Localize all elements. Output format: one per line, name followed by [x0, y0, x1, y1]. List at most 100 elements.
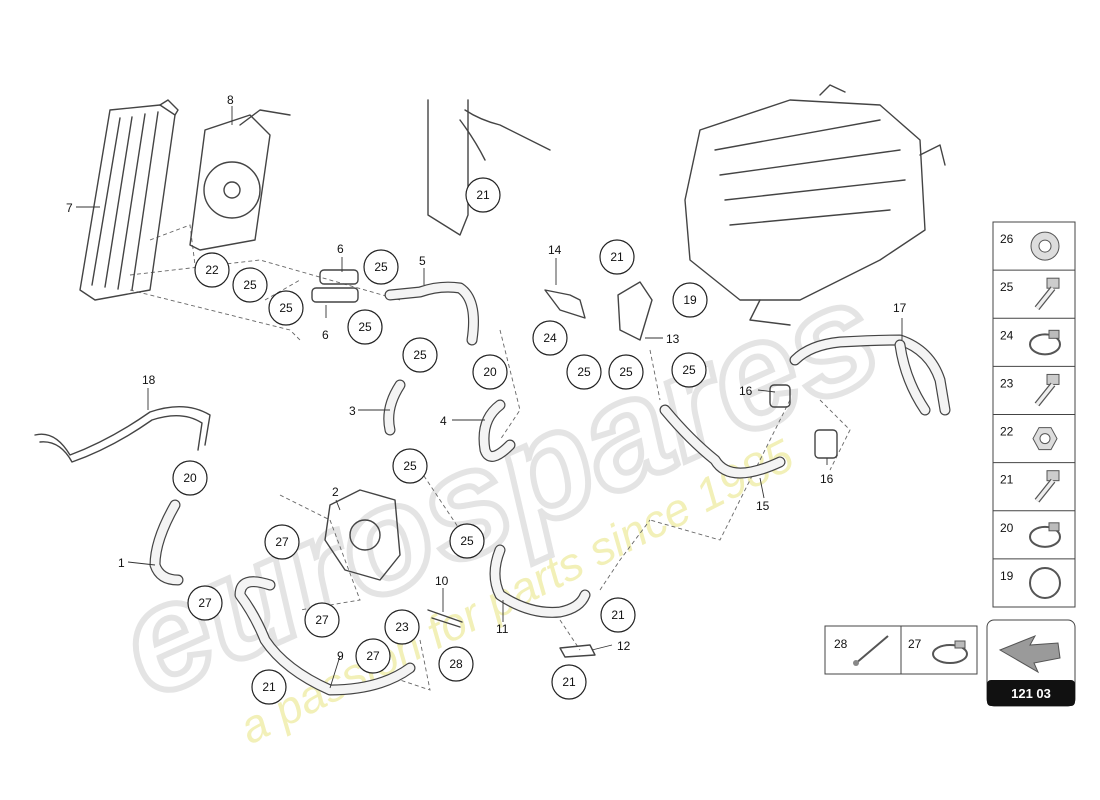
svg-text:25: 25	[243, 278, 257, 292]
svg-text:25: 25	[460, 534, 474, 548]
callout-25: 25	[232, 267, 268, 303]
legend-row-19: 19	[993, 558, 1075, 599]
label-13: 13	[666, 332, 680, 346]
label-16-right: 16	[820, 472, 834, 486]
svg-text:25: 25	[619, 365, 633, 379]
legend-row-23: 23	[993, 365, 1075, 407]
label-11: 11	[496, 622, 509, 636]
callout-19: 19	[672, 282, 708, 318]
label-17: 17	[893, 301, 907, 315]
fan-shroud	[189, 109, 291, 251]
label-16-left: 16	[739, 384, 753, 398]
svg-text:28: 28	[449, 657, 463, 671]
svg-text:20: 20	[483, 365, 497, 379]
legend-row-21: 21	[993, 462, 1075, 503]
label-15: 15	[756, 499, 770, 513]
callout-21: 21	[551, 664, 587, 700]
radiator	[79, 99, 179, 301]
svg-text:21: 21	[562, 675, 576, 689]
label-6-top: 6	[337, 242, 344, 256]
svg-text:21: 21	[611, 608, 625, 622]
svg-text:19: 19	[683, 293, 697, 307]
inset-frame	[427, 99, 469, 236]
svg-text:21: 21	[262, 680, 276, 694]
hose-clamp-icon	[932, 640, 968, 664]
callout-25: 25	[268, 290, 304, 326]
callout-27: 27	[355, 638, 391, 674]
legend-row-25: 25	[993, 269, 1075, 311]
hose-clamp-icon	[1029, 329, 1061, 356]
svg-text:25: 25	[374, 260, 388, 274]
legend-num-20: 20	[1000, 521, 1014, 535]
callout-25: 25	[608, 354, 644, 390]
svg-text:27: 27	[315, 613, 329, 627]
callout-21: 21	[599, 239, 635, 275]
svg-text:20: 20	[183, 471, 197, 485]
label-9: 9	[337, 649, 344, 663]
label-18: 18	[142, 373, 156, 387]
callout-25: 25	[566, 354, 602, 390]
svg-text:27: 27	[275, 535, 289, 549]
label-14: 14	[548, 243, 562, 257]
callout-27: 27	[264, 524, 300, 560]
callout-21: 21	[251, 669, 287, 705]
svg-text:25: 25	[403, 459, 417, 473]
svg-text:25: 25	[577, 365, 591, 379]
engine-block	[684, 84, 946, 326]
legend-num-25: 25	[1000, 280, 1014, 294]
screw-icon	[1034, 470, 1060, 503]
svg-text:23: 23	[395, 620, 409, 634]
label-6-bottom: 6	[322, 328, 329, 342]
watermark: eurospares a passion for parts since 198…	[92, 244, 905, 754]
callout-25: 25	[671, 352, 707, 388]
leader-lines	[76, 106, 903, 689]
bolt-icon	[1034, 277, 1060, 311]
label-8: 8	[227, 93, 234, 107]
svg-text:27: 27	[198, 596, 212, 610]
callout-25: 25	[449, 523, 485, 559]
flange-nut-icon	[1032, 427, 1058, 451]
svg-text:25: 25	[279, 301, 293, 315]
legend-num-28: 28	[834, 637, 848, 651]
small-parts	[311, 269, 838, 658]
callouts: 21 22 25 25 25 25 25 21 19 24 20 25 25 25 25 20 27 27 27 27…	[172, 177, 708, 705]
label-1: 1	[118, 556, 125, 570]
pulley-icon	[1030, 231, 1060, 261]
svg-text:22: 22	[205, 263, 219, 277]
callout-25: 25	[392, 448, 428, 484]
callout-25: 25	[347, 309, 383, 345]
callout-28: 28	[438, 646, 474, 682]
label-7: 7	[66, 201, 73, 215]
watermark-brand: eurospares	[95, 247, 902, 729]
callout-20: 20	[172, 460, 208, 496]
callout-25: 25	[363, 249, 399, 285]
page-code: 121 03	[1011, 686, 1051, 701]
bottom-legend: 28 27	[824, 625, 978, 675]
callout-21: 21	[600, 597, 636, 633]
svg-text:25: 25	[358, 320, 372, 334]
side-legend: 26 25 24 23 22 21 20 19	[992, 221, 1076, 608]
callout-24: 24	[532, 320, 568, 356]
legend-row-26: 26	[1000, 231, 1060, 261]
legend-num-27: 27	[908, 637, 922, 651]
legend-row-24: 24	[993, 317, 1075, 356]
svg-text:25: 25	[413, 348, 427, 362]
legend-row-20: 20	[993, 510, 1075, 548]
label-4: 4	[440, 414, 447, 428]
legend-num-22: 22	[1000, 425, 1014, 439]
legend-num-26: 26	[1000, 232, 1014, 246]
arrow-icon	[998, 635, 1061, 674]
legend-num-24: 24	[1000, 328, 1014, 342]
svg-text:21: 21	[610, 250, 624, 264]
callout-23: 23	[384, 609, 420, 645]
label-12: 12	[617, 639, 631, 653]
label-5: 5	[419, 254, 426, 268]
screw-icon	[1034, 373, 1060, 407]
legend-num-21: 21	[1000, 473, 1014, 487]
label-10: 10	[435, 574, 449, 588]
o-ring-icon	[1029, 566, 1061, 599]
cable-tie-icon	[853, 635, 889, 666]
page-reference-badge: 121 03	[986, 619, 1076, 707]
svg-text:24: 24	[543, 331, 557, 345]
hose-clamp-icon	[1029, 522, 1061, 548]
